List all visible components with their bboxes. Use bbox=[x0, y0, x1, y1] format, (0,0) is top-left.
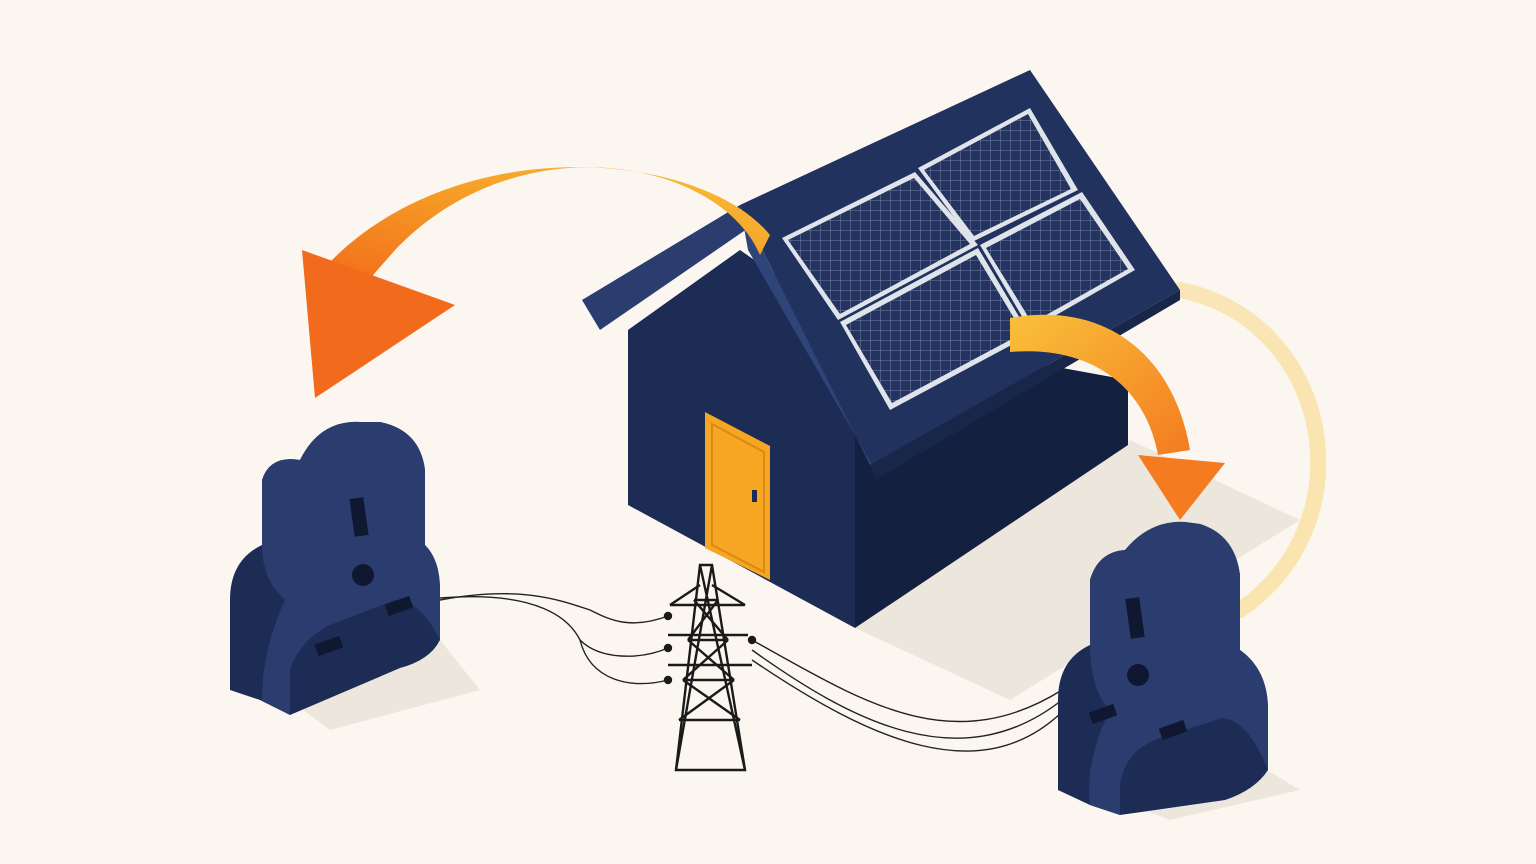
solar-panels bbox=[782, 108, 1135, 410]
electricity-pylon-icon bbox=[663, 563, 757, 772]
curved-arrow-icon bbox=[302, 167, 770, 398]
arrow-head-right bbox=[1138, 455, 1225, 520]
uk-plug-socket-icon bbox=[230, 421, 440, 715]
house-icon bbox=[582, 70, 1180, 628]
curved-arrow-icon bbox=[1010, 314, 1225, 520]
arrow-head-left bbox=[302, 250, 455, 398]
solar-panel-1 bbox=[782, 172, 978, 320]
door bbox=[705, 412, 770, 580]
solar-panel-3 bbox=[840, 248, 1030, 410]
uk-plug-socket-icon bbox=[1058, 521, 1268, 815]
solar-panel-2 bbox=[918, 108, 1078, 242]
solar-panel-4 bbox=[980, 192, 1135, 330]
glow-arc bbox=[1172, 282, 1327, 618]
power-lines bbox=[439, 592, 1063, 752]
